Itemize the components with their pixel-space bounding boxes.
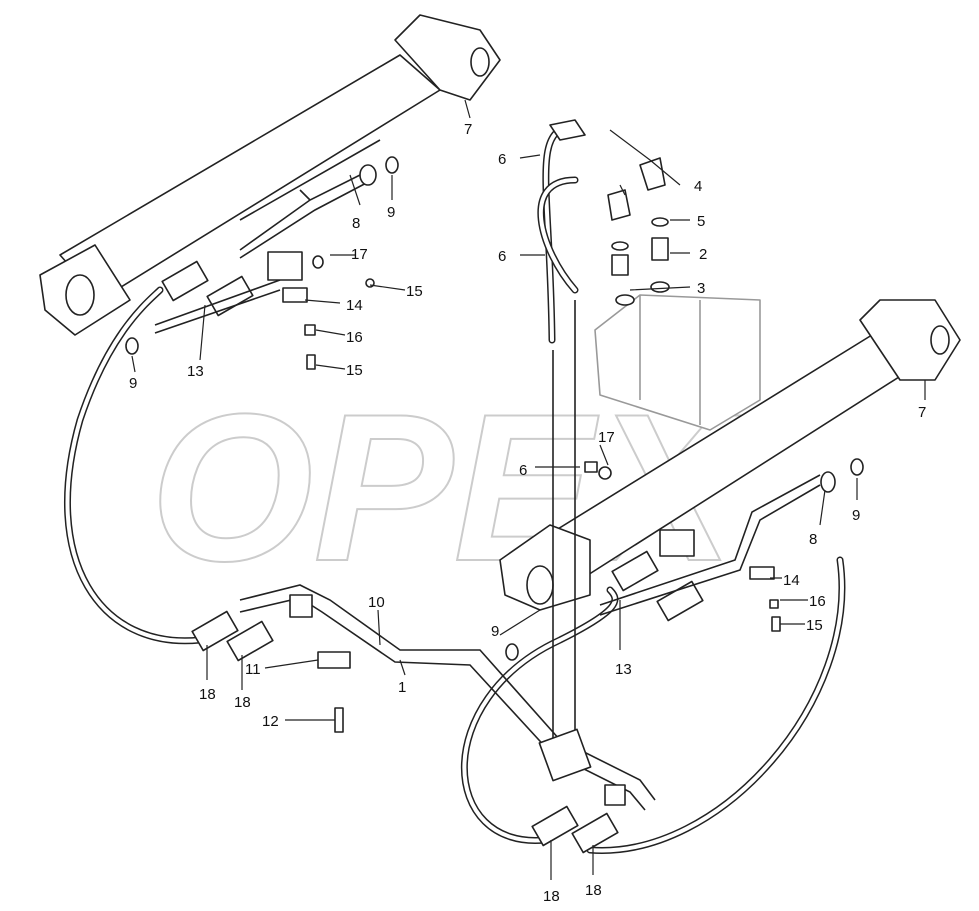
callout-3: 3	[697, 280, 705, 297]
callout-17: 17	[351, 246, 368, 263]
control-valve-block	[594, 294, 761, 431]
callout-7: 7	[918, 404, 926, 421]
callout-18: 18	[585, 882, 602, 899]
callout-9: 9	[491, 623, 499, 640]
callout-15: 15	[406, 283, 423, 300]
callout-12: 12	[262, 713, 279, 730]
callout-18: 18	[543, 888, 560, 905]
callout-6: 6	[498, 248, 506, 265]
callout-2: 2	[699, 246, 707, 263]
fittings-18	[161, 260, 704, 854]
callout-8: 8	[809, 531, 817, 548]
callout-13: 13	[187, 363, 204, 380]
pipe-1-10	[239, 584, 656, 811]
callout-10: 10	[368, 594, 385, 611]
callout-5: 5	[697, 213, 705, 230]
callout-18: 18	[234, 694, 251, 711]
callout-6: 6	[519, 462, 527, 479]
callout-15: 15	[346, 362, 363, 379]
callout-14: 14	[346, 297, 363, 314]
callout-9: 9	[129, 375, 137, 392]
cylinder-upper-left	[39, 14, 501, 336]
callout-8: 8	[352, 215, 360, 232]
callout-6: 6	[498, 151, 506, 168]
hose-left-loop	[63, 286, 204, 645]
callout-13: 13	[615, 661, 632, 678]
callout-9: 9	[852, 507, 860, 524]
cylinder-lower-right	[499, 299, 961, 611]
callout-9: 9	[387, 204, 395, 221]
small-parts	[125, 119, 864, 733]
callout-15: 15	[806, 617, 823, 634]
callout-14: 14	[783, 572, 800, 589]
callout-4: 4	[694, 178, 702, 195]
callout-1: 1	[398, 679, 406, 696]
hose-right-loop	[460, 556, 846, 854]
callout-7: 7	[464, 121, 472, 138]
callouts: 7 6 4 8 9 5 17 6 2 15 3 14 16 9 13 15 7 …	[129, 121, 926, 905]
callout-18: 18	[199, 686, 216, 703]
callout-17: 17	[598, 429, 615, 446]
callout-16: 16	[346, 329, 363, 346]
callout-16: 16	[809, 593, 826, 610]
leader-lines	[131, 99, 926, 880]
callout-11: 11	[245, 661, 261, 678]
